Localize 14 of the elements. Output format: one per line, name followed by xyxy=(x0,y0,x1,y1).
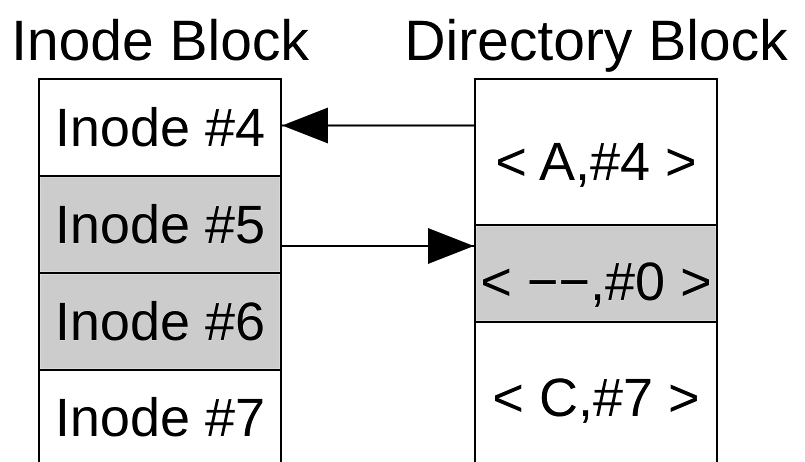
table-row xyxy=(40,272,280,369)
entry-text: Inode #5 xyxy=(54,194,266,256)
arrow xyxy=(282,228,474,264)
column-heading: Inode Block xyxy=(11,8,309,75)
entry-text: < C,#7 > xyxy=(492,367,700,429)
entry-text: < A,#4 > xyxy=(495,131,697,193)
column-heading: Directory Block xyxy=(404,8,788,75)
arrow xyxy=(282,108,474,144)
entry-text: Inode #6 xyxy=(54,290,266,352)
entry-text: Inode #4 xyxy=(54,96,266,158)
table-row xyxy=(476,224,716,321)
table-row xyxy=(40,175,280,272)
entry-text: Inode #7 xyxy=(54,387,266,449)
entry-text: < −−,#0 > xyxy=(480,250,712,312)
